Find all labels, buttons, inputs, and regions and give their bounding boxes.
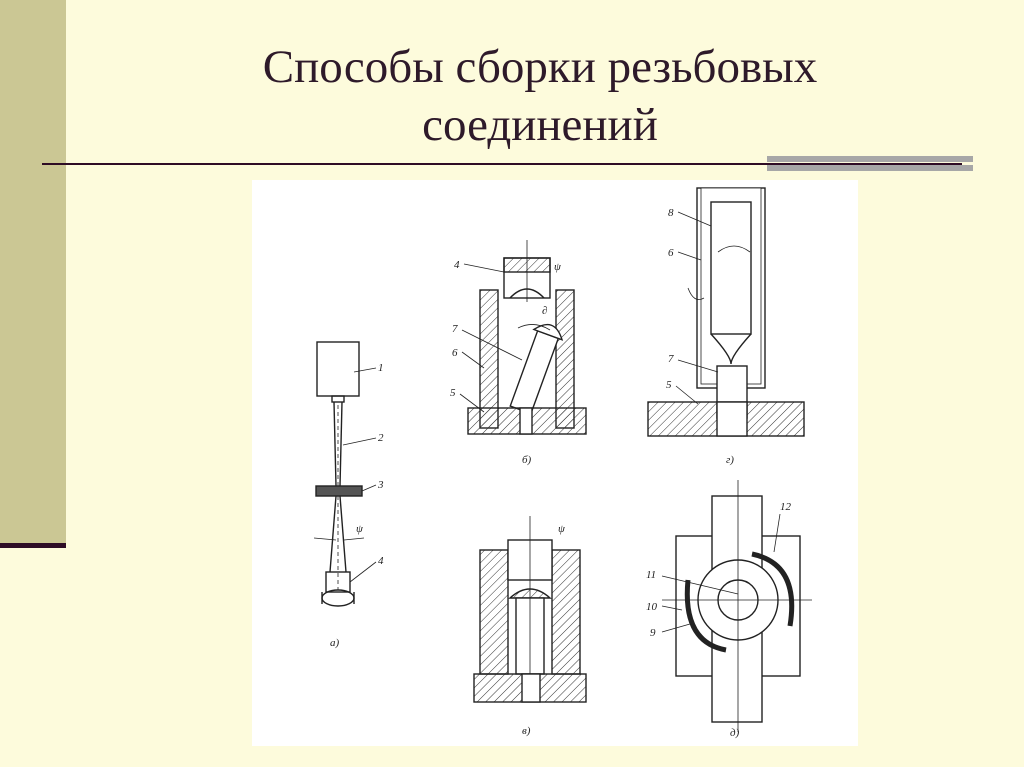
caption-d: д) — [730, 727, 740, 739]
label-g-6: 6 — [668, 247, 674, 259]
label-v-psi: ψ — [558, 523, 565, 535]
diagram-svg: 1 2 3 ψ 4 а) 4 ψ ∂ 7 6 5 б) 8 6 7 5 г) ψ… — [313, 187, 812, 739]
panel-g-drawing — [647, 187, 805, 437]
left-accent-band — [0, 0, 66, 548]
label-b-6: 6 — [452, 347, 458, 359]
label-d-9: 9 — [650, 627, 656, 639]
label-g-8: 8 — [668, 207, 674, 219]
panel-v-drawing — [473, 516, 587, 703]
panel-a-labels: 1 2 3 ψ 4 а) — [330, 362, 384, 649]
label-g-7: 7 — [668, 353, 674, 365]
title-underline — [42, 163, 962, 165]
title-line-1: Способы сборки резьбовых — [262, 41, 818, 93]
label-b-5: 5 — [450, 387, 456, 399]
label-d-11: 11 — [646, 569, 656, 581]
panel-d-drawing — [661, 480, 812, 732]
caption-a: а) — [330, 637, 340, 649]
panel-g-labels: 8 6 7 5 г) — [666, 207, 734, 466]
caption-g: г) — [726, 454, 734, 466]
label-d-12: 12 — [780, 501, 792, 513]
label-a-1: 1 — [378, 362, 384, 374]
title-accent-bars — [767, 156, 973, 176]
label-b-psi: ψ — [554, 261, 561, 273]
label-a-2: 2 — [378, 432, 384, 444]
label-d-10: 10 — [646, 601, 658, 613]
caption-b: б) — [522, 454, 532, 466]
assembly-methods-figure: 1 2 3 ψ 4 а) 4 ψ ∂ 7 6 5 б) 8 6 7 5 г) ψ… — [252, 180, 858, 746]
panel-d-labels: 12 11 10 9 д) — [646, 501, 792, 739]
label-a-4: 4 — [378, 555, 384, 567]
panel-v-labels: ψ в) — [522, 523, 565, 737]
left-band-rule — [0, 543, 66, 548]
slide-title: Способы сборки резьбовых соединений — [150, 38, 930, 154]
label-a-3: 3 — [377, 479, 384, 491]
label-b-d: ∂ — [542, 305, 547, 317]
title-line-2: соединений — [422, 99, 658, 151]
label-a-psi: ψ — [356, 523, 363, 535]
panel-b-drawing — [459, 240, 587, 435]
panel-a-drawing — [313, 341, 377, 607]
panel-b-labels: 4 ψ ∂ 7 6 5 б) — [450, 259, 561, 466]
label-b-4: 4 — [454, 259, 460, 271]
caption-v: в) — [522, 725, 531, 737]
label-b-7: 7 — [452, 323, 458, 335]
label-g-5: 5 — [666, 379, 672, 391]
